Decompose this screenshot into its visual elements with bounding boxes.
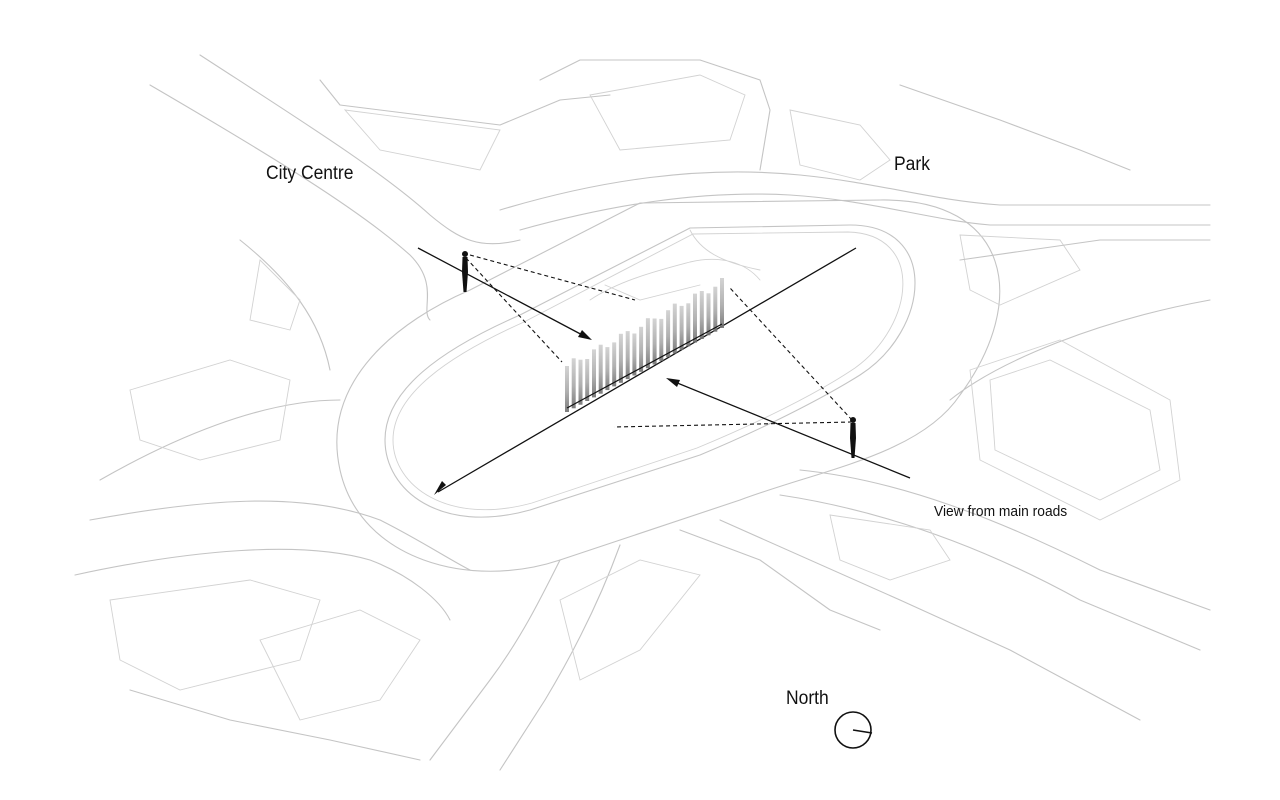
column — [625, 331, 630, 380]
e-road-edge-2 — [949, 299, 1211, 401]
column — [639, 326, 644, 372]
axis-line — [437, 247, 857, 493]
column — [585, 359, 590, 401]
column — [706, 293, 711, 336]
s-road-edge-1 — [429, 559, 561, 761]
column — [699, 291, 704, 339]
approach-arrowhead-nw-icon — [578, 330, 592, 340]
column — [679, 305, 684, 350]
road-network — [74, 54, 1211, 771]
nw-road-edge-2 — [149, 84, 431, 321]
e-plot-2 — [989, 359, 1161, 501]
w-road-edge-2 — [239, 239, 331, 371]
sw-road-edge-3 — [129, 689, 421, 761]
column — [666, 310, 671, 358]
column — [686, 303, 691, 347]
approach-arrowhead-se-icon — [666, 378, 680, 387]
column — [571, 358, 576, 409]
n-building-1 — [589, 74, 746, 151]
w-plot-1 — [129, 359, 291, 461]
column — [672, 303, 677, 354]
sw-plot-1 — [109, 579, 321, 691]
sw-road-edge-2 — [74, 548, 451, 621]
column-baseline — [566, 323, 723, 409]
person-nw-icon — [462, 251, 468, 292]
approach-arrow-se — [669, 379, 911, 479]
n-building-2 — [789, 109, 891, 181]
roundabout-outer-edge — [336, 199, 1001, 572]
column — [598, 344, 603, 394]
nw-road-edge-3 — [319, 79, 611, 126]
column — [618, 333, 623, 383]
sightline-nw-1 — [469, 254, 636, 301]
se-road-edge-1 — [799, 469, 1211, 611]
label-park: Park — [894, 154, 930, 175]
column — [693, 293, 697, 343]
column — [612, 342, 617, 387]
label-view-from-main-roads: View from main roads — [934, 503, 1068, 520]
s-road-edge-3 — [679, 529, 881, 631]
roundabout-inner-island — [384, 224, 916, 518]
axis-arrowhead-icon — [434, 481, 446, 495]
ne-road-edge-1 — [899, 84, 1131, 171]
column — [605, 347, 610, 391]
nw-road-edge-1 — [199, 54, 521, 245]
column — [720, 278, 724, 328]
axis-arrow — [434, 247, 857, 495]
label-north: North — [786, 688, 829, 709]
nw-building-1 — [343, 109, 501, 171]
column — [578, 359, 583, 405]
column-installation — [565, 278, 724, 412]
island-path — [589, 229, 761, 301]
s-road-edge-2 — [499, 544, 621, 771]
e-road-edge-1 — [959, 239, 1211, 261]
person-se-icon — [850, 417, 856, 458]
column — [645, 318, 650, 369]
w-road-edge-1 — [99, 399, 341, 481]
column — [632, 333, 637, 376]
column — [652, 318, 657, 365]
n-road-edge-2 — [519, 193, 1211, 231]
sw-road-edge-1 — [89, 500, 471, 571]
column — [565, 366, 569, 412]
s-plot-1 — [559, 559, 701, 681]
se-road-edge-2 — [779, 494, 1201, 651]
n-road-edge-1 — [499, 171, 1211, 211]
roundabout-inner-kerb — [392, 231, 904, 511]
se-plot-1 — [829, 514, 951, 581]
n-road-edge-3 — [539, 59, 771, 171]
sightline-se-2 — [613, 421, 853, 428]
sightline-nw-2 — [465, 257, 563, 363]
label-city-centre: City Centre — [266, 163, 354, 184]
sw-plot-2 — [259, 609, 421, 721]
column — [592, 349, 596, 398]
sightline-se-1 — [729, 287, 853, 421]
se-road-edge-3 — [719, 519, 1141, 721]
column — [713, 286, 718, 332]
e-plot-1 — [969, 339, 1181, 521]
sightlines — [465, 254, 853, 428]
approach-arrows — [417, 247, 911, 479]
ne-plot-1 — [959, 234, 1081, 306]
compass-icon — [834, 711, 873, 749]
approach-arrow-nw — [417, 247, 589, 339]
column — [659, 318, 664, 361]
w-plot-2 — [249, 259, 301, 331]
